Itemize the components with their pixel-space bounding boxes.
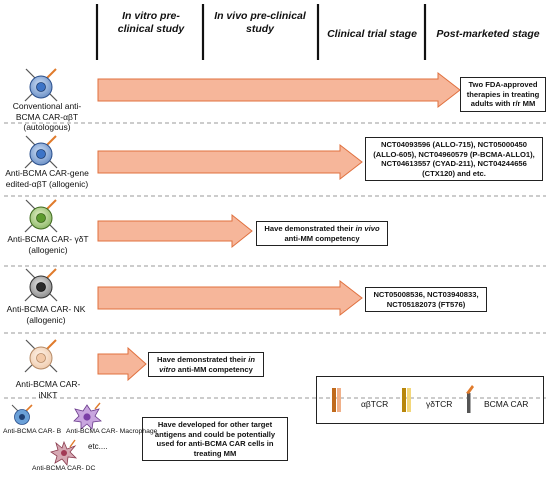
stage-dividers [95, 4, 427, 60]
arrow-conventional [97, 71, 461, 109]
box-inkt-text-pre: Have demonstrated their [157, 355, 249, 364]
cell-icon-gd [24, 199, 58, 233]
legend-icon-bcma-car [466, 385, 474, 413]
arrow-nk [97, 279, 363, 317]
stage-label-clinical: Clinical trial stage [327, 28, 417, 40]
box-inkt-text-post: anti-MM competency [175, 364, 253, 374]
box-fda-approved: Two FDA-approved therapies in treating a… [460, 77, 546, 112]
cell-icon-dc [50, 439, 78, 466]
label-etc: etc.... [88, 442, 108, 451]
cell-icon-nk [24, 268, 58, 302]
box-allogenic-trials: NCT04093596 (ALLO-715), NCT05000450 (ALL… [365, 137, 543, 182]
legend-label-gd-tcr: γδTCR [426, 399, 453, 409]
stage-label-post-marketed: Post-marketed stage [436, 28, 540, 40]
row-label-conventional: Conventional anti-BCMA CAR-αβT (autologo… [12, 101, 82, 132]
label-car-dc: Anti-BCMA CAR- DC [32, 465, 96, 472]
box-gd-text-post: anti-MM competency [284, 233, 360, 243]
arrow-gd [97, 213, 253, 249]
label-car-b: Anti-BCMA CAR- B [3, 428, 62, 435]
box-gd-text-em: in vivo [355, 224, 380, 233]
box-inkt-text-em: in vitro [159, 355, 255, 374]
cell-icon-b [11, 404, 33, 425]
stage-label-in-vivo: In vivo pre-clinical study [214, 10, 306, 35]
row-label-nk: Anti-BCMA CAR- NK (allogenic) [6, 304, 86, 325]
legend-box [316, 376, 544, 424]
stage-label-in-vitro: In vitro pre-clinical study [117, 10, 185, 35]
arrows [97, 71, 461, 382]
row-label-gene-edited: Anti-BCMA CAR-gene edited-αβT (allogenic… [5, 168, 89, 189]
cell-icon-conventional [24, 68, 58, 102]
legend-label-ab-tcr: αβTCR [361, 399, 389, 409]
row-separators [4, 122, 546, 399]
row-label-gd: Anti-BCMA CAR- γδT (allogenic) [7, 234, 89, 255]
box-other-targets: Have developed for other target antigens… [142, 417, 288, 462]
label-car-macrophage: Anti-BCMA CAR- Macrophage [66, 428, 158, 435]
box-inkt-in-vitro: Have demonstrated their in vitro anti-MM… [148, 352, 264, 378]
row-label-inkt: Anti-BCMA CAR- iNKT [15, 379, 81, 400]
legend-icon-gd-tcr [402, 388, 411, 412]
legend-icon-ab-tcr [332, 388, 341, 412]
cell-icon-gene-edited [24, 135, 58, 169]
box-gd-in-vivo: Have demonstrated their in vivo anti-MM … [256, 221, 388, 247]
cell-icon-macrophage [73, 402, 102, 430]
cell-icon-inkt [24, 339, 58, 373]
legend-label-bcma-car: BCMA CAR [484, 399, 529, 409]
box-nk-trials: NCT05008536, NCT03940833, NCT05182073 (F… [365, 287, 487, 313]
box-gd-text-pre: Have demonstrated their [264, 224, 356, 233]
arrow-gene-edited [97, 143, 363, 181]
arrow-inkt [97, 346, 147, 382]
